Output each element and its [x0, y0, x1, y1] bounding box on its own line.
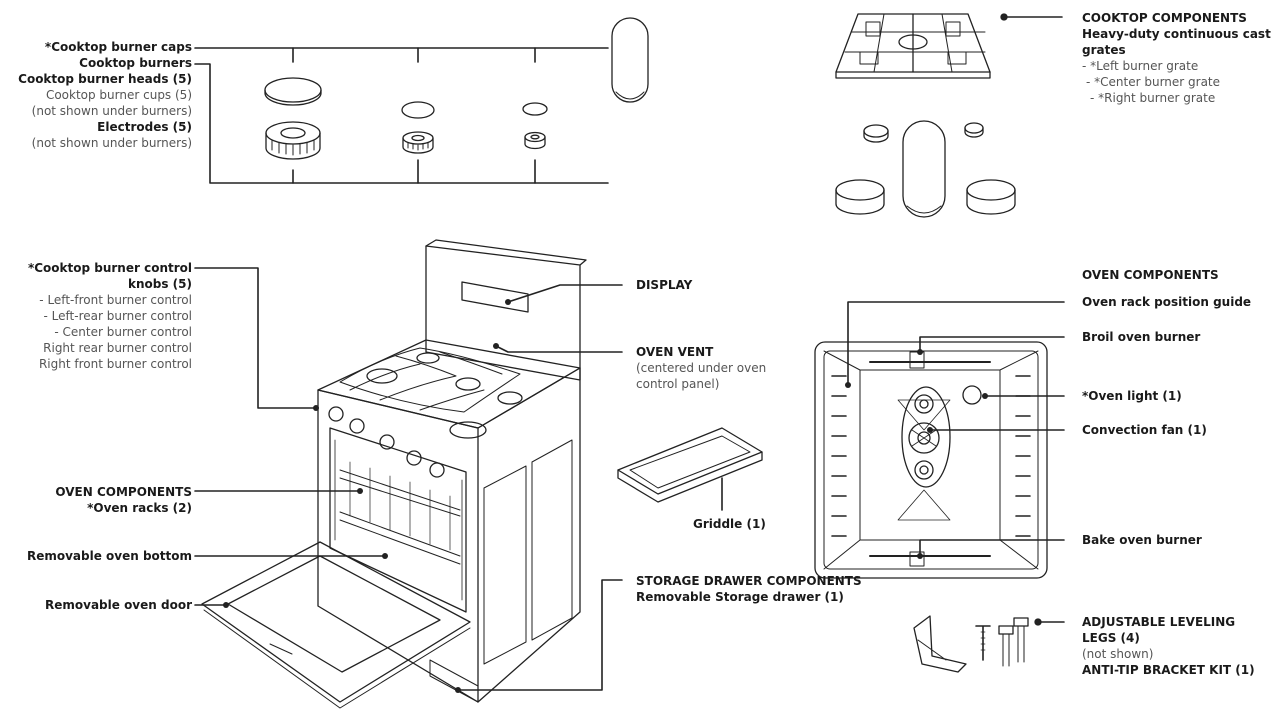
oven-vent-labels: OVEN VENT (centered under oven control p…: [636, 344, 766, 392]
burner-parts-leaders: [194, 47, 609, 184]
electrodes-note: (not shown under burners): [31, 136, 192, 150]
burners-label: Cooktop burners: [79, 56, 192, 70]
center-burner-cap-oval: [611, 17, 649, 103]
oven-interior: [814, 341, 1048, 579]
knobs-title-line1: *Cooktop burner control: [27, 261, 192, 275]
oven-racks-label: *Oven racks (2): [87, 501, 192, 515]
cooktop-grates-line1: Heavy-duty continuous cast: [1082, 27, 1271, 41]
oven-components-title-right: OVEN COMPONENTS: [1082, 268, 1219, 282]
burner-cap-large: [264, 77, 322, 106]
grates-leader-dot: [1000, 13, 1008, 21]
grate-component-parts: [835, 120, 1016, 218]
knobs-title-line2: knobs (5): [128, 277, 192, 291]
rack-guide-label: Oven rack position guide: [1082, 295, 1252, 309]
range-leaders: [194, 267, 623, 691]
right-rear-knob-label: Right rear burner control: [43, 341, 192, 355]
storage-title: STORAGE DRAWER COMPONENTS: [636, 574, 862, 588]
legs-labels: ADJUSTABLE LEVELING LEGS (4) (not shown)…: [1082, 614, 1255, 678]
right-grate-label: - *Right burner grate: [1090, 91, 1216, 105]
legs-leader-dot: [1034, 618, 1042, 626]
oven-vent-title: OVEN VENT: [636, 345, 714, 359]
convection-fan-label: Convection fan (1): [1082, 423, 1207, 437]
oven-vent-line2: control panel): [636, 377, 720, 391]
oven-components-title-left: OVEN COMPONENTS: [55, 485, 192, 499]
burner-cups-label: Cooktop burner cups (5): [45, 88, 192, 102]
broil-burner-label: Broil oven burner: [1082, 330, 1201, 344]
left-grate-label: - *Left burner grate: [1082, 59, 1199, 73]
oven-bottom-label: Removable oven bottom: [26, 549, 192, 563]
right-front-knob-label: Right front burner control: [38, 357, 192, 371]
left-front-knob-label: - Left-front burner control: [39, 293, 192, 307]
burner-head-small: [524, 131, 546, 150]
electrodes-label: Electrodes (5): [97, 120, 192, 134]
left-rear-knob-label: - Left-rear burner control: [43, 309, 192, 323]
bake-burner-label: Bake oven burner: [1082, 533, 1202, 547]
range-leader-dots: [223, 299, 511, 693]
cooktop-grates-line2: grates: [1082, 43, 1126, 57]
oven-racks-labels: OVEN COMPONENTS *Oven racks (2): [55, 484, 192, 516]
oven-interior-leaders: [847, 301, 1065, 557]
anti-tip-kit-label: ANTI-TIP BRACKET KIT (1): [1082, 663, 1255, 677]
burner-parts-labels: *Cooktop burner caps Cooktop burners Coo…: [18, 39, 192, 151]
burner-head-large: [265, 121, 321, 160]
burner-caps-label: *Cooktop burner caps: [44, 40, 192, 54]
center-knob-label: - Center burner control: [54, 325, 192, 339]
gas-range: [201, 239, 587, 709]
burner-cap-small: [522, 102, 548, 116]
legs-note: (not shown): [1082, 647, 1154, 661]
griddle: [617, 427, 763, 503]
storage-labels: STORAGE DRAWER COMPONENTS Removable Stor…: [636, 573, 862, 605]
burner-heads-label: Cooktop burner heads (5): [18, 72, 192, 86]
oven-door-label: Removable oven door: [45, 598, 192, 612]
cooktop-components-title: COOKTOP COMPONENTS: [1082, 11, 1247, 25]
display-label: DISPLAY: [636, 278, 693, 292]
burner-cups-note: (not shown under burners): [31, 104, 192, 118]
oven-interior-leader-dots: [845, 349, 988, 559]
oven-vent-line1: (centered under oven: [636, 361, 767, 375]
knob-labels: *Cooktop burner control knobs (5) - Left…: [28, 260, 192, 372]
burner-head-medium: [402, 131, 434, 154]
legs-title-line1: ADJUSTABLE LEVELING: [1082, 615, 1236, 629]
oven-light-label: *Oven light (1): [1082, 389, 1182, 403]
cooktop-components-labels: COOKTOP COMPONENTS Heavy-duty continuous…: [1082, 10, 1271, 106]
griddle-label: Griddle (1): [693, 517, 766, 531]
leveling-legs-and-bracket: [913, 615, 1029, 673]
cooktop-grates: [835, 13, 991, 79]
storage-drawer-label: Removable Storage drawer (1): [636, 590, 844, 604]
center-grate-label: - *Center burner grate: [1086, 75, 1221, 89]
burner-cap-medium: [401, 101, 435, 119]
legs-title-line2: LEGS (4): [1082, 631, 1140, 645]
